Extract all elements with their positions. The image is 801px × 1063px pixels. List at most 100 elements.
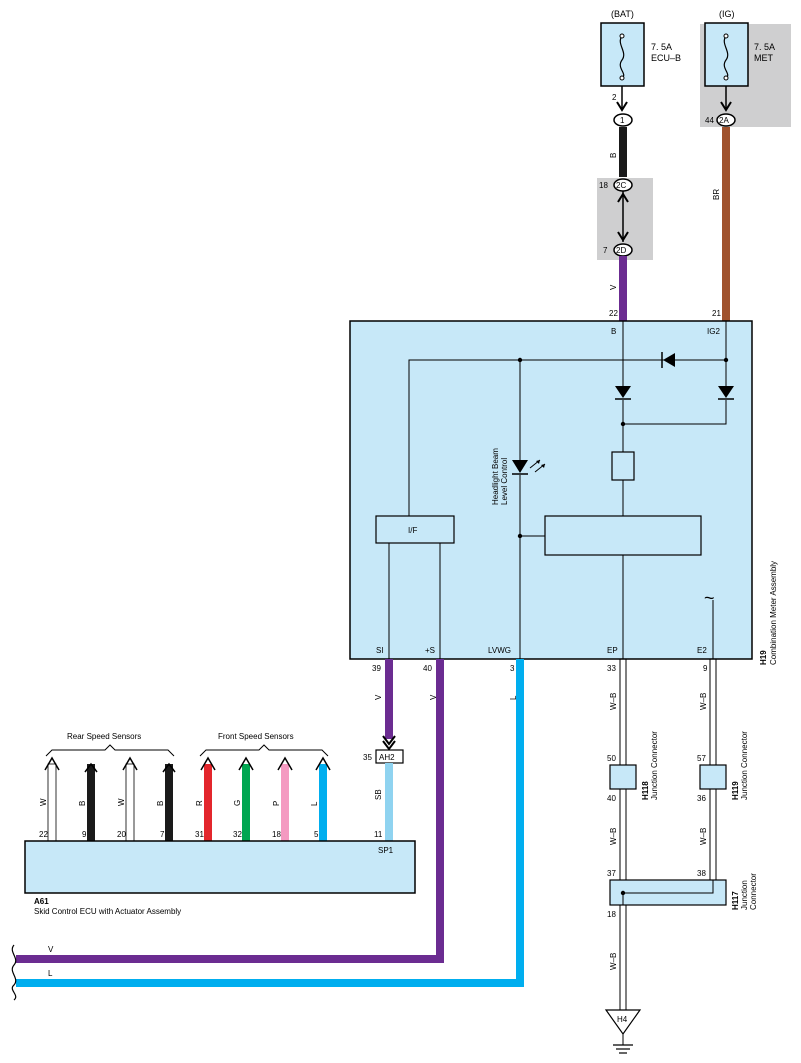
terminal-lvwg: LVWG [488,646,511,655]
wire-sb [385,763,393,841]
combination-meter-box [349,320,753,660]
wire-ep-wb [619,659,627,765]
sensor-arrow-icon [277,756,293,771]
sensor-pin: 18 [272,830,281,839]
sensor-arrow-icon [162,762,176,773]
ecu-id: A61 [34,897,49,906]
bat-label: (BAT) [611,9,634,19]
diode-icon-b [615,386,631,398]
connector-2a [716,113,736,127]
wire-plus-s-label: V [429,694,438,700]
meter-main-box [544,515,702,556]
wire-blue-lvwg [16,659,524,987]
bat-fuse-name: ECU–B [651,53,681,63]
sensor-pin: 7 [160,830,165,839]
wire-violet-b [619,256,627,321]
h118-pin-bottom: 40 [607,794,616,803]
wire-si-label: V [374,694,383,700]
sensor-wire-label: B [156,801,165,806]
if-box [375,515,455,544]
h119-id: H119 [731,781,740,800]
tilde-symbol: ~ [704,588,715,608]
pin-22-b: 22 [609,309,618,318]
sensor-wire-RL– [165,764,173,841]
led-indicator-icon [512,460,528,473]
pin-21-ig2: 21 [712,309,721,318]
h118-box [609,764,637,790]
wire-ep-label: W–B [609,693,618,710]
bat-pin: 2 [612,93,617,102]
diode-icon-ig2 [718,386,734,398]
h117-pin-out: 18 [607,910,616,919]
ig-label: (IG) [719,9,735,19]
ig-fuse-box [704,22,749,87]
terminal-e2: E2 [697,646,707,655]
sensor-wire-label: B [78,801,87,806]
h117-name-2: Connector [749,873,758,910]
wire-h118-label: W–B [609,828,618,845]
wire-violet-si [385,659,393,739]
sensor-pin: 9 [82,830,87,839]
wire-br-label: BR [712,189,721,200]
connector-2c-label: 2C [616,181,626,190]
sensor-pin: 22 [39,830,48,839]
wire-h117-out [619,905,627,1010]
headlight-label-2: Level Control [500,458,509,505]
sensor-wire-label: R [195,800,204,806]
h119-name: Junction Connector [740,731,749,800]
ig-pin: 44 [705,116,714,125]
wire-e2-label: W–B [699,693,708,710]
ecu-name: Skid Control ECU with Actuator Assembly [34,907,181,916]
pin-40: 40 [423,664,432,673]
meter-small-box [611,451,635,481]
fuse-icon-ig [723,35,729,79]
wire-black [619,127,627,177]
sensor-arrow-icon [84,762,98,773]
terminal-ep: EP [607,646,618,655]
label-ig2: IG2 [707,327,720,336]
h118-pin-top: 50 [607,754,616,763]
pin-9: 9 [703,664,708,673]
headlight-label-1: Headlight Beam [491,448,500,505]
wire-v-label: V [609,284,618,290]
ah2-pin: 35 [363,753,372,762]
ground-label: H4 [617,1015,628,1024]
sensor-wire-RR+ [47,763,57,842]
ground-h4 [604,1009,642,1036]
terminal-plus-s: +S [425,646,435,655]
ig-fuse-rating: 7. 5A [754,42,775,52]
h119-box [699,764,727,790]
sensor-wire-FL– [242,764,250,841]
bottom-wire-l-label: L [48,969,53,978]
connector-1-label: 1 [620,116,625,125]
pin-18: 18 [599,181,608,190]
sensor-arrow-icon [315,756,331,771]
connector-1 [613,113,633,127]
front-sensors-title: Front Speed Sensors [218,732,294,741]
wire-h118-out [619,789,627,880]
h119-pin-top: 57 [697,754,706,763]
wire-break-icon [11,944,17,1001]
meter-id: H19 [759,650,768,665]
sensor-arrow-icon [122,756,138,771]
sensor-wire-FR– [319,764,327,841]
bat-fuse-rating: 7. 5A [651,42,672,52]
meter-internal-wiring [388,321,727,659]
sensor-wire-label: W [39,798,48,806]
connector-2a-label: 2A [719,116,729,125]
rear-brace [45,744,175,757]
h118-name: Junction Connector [650,731,659,800]
sensor-arrow-icon [44,756,60,771]
wire-b-label: B [609,153,618,158]
meter-name: Combination Meter Assembly [769,561,778,665]
sensor-wire-RL+ [125,763,135,842]
h118-id: H118 [641,781,650,800]
front-brace [199,744,329,757]
sensor-wire-label: W [117,798,126,806]
sensor-pin: 20 [117,830,126,839]
pin-39: 39 [372,664,381,673]
sensor-wire-label: P [272,801,281,806]
sp1-label: SP1 [378,846,394,855]
wire-sb-label: SB [374,789,383,800]
